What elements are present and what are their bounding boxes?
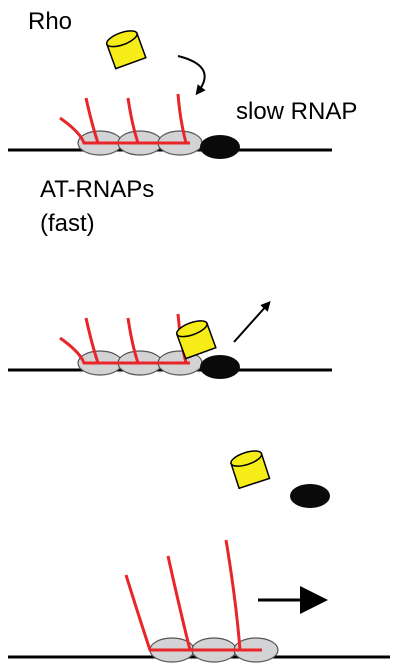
movement-arrow-head: [300, 586, 328, 614]
nascent-rna: [176, 93, 188, 144]
nascent-rna: [166, 555, 192, 651]
nascent-rna: [59, 336, 190, 365]
slow-rnap-label: slow RNAP: [236, 98, 358, 125]
nascent-rna: [59, 116, 190, 145]
rho-label: Rho: [28, 8, 73, 35]
nascent-rna: [126, 317, 140, 364]
at-rnaps-label: AT-RNAPs: [40, 176, 155, 203]
nascent-rna: [124, 574, 262, 652]
nascent-rna: [126, 97, 140, 144]
nascent-rna: [84, 317, 100, 364]
rho-protein: [105, 30, 147, 70]
slow-rnap: [200, 135, 240, 159]
slow-rnap: [200, 355, 240, 379]
nascent-rna: [224, 539, 242, 651]
rho-protein: [230, 450, 271, 490]
rho-protein: [175, 320, 217, 360]
release-arrow: [233, 301, 271, 343]
fast-label: (fast): [40, 210, 95, 237]
panel-1: [8, 30, 332, 159]
nascent-rna: [84, 97, 100, 144]
slow-rnap: [290, 484, 330, 508]
rho-binding-arrow: [177, 55, 206, 96]
panel-2: [8, 301, 332, 379]
panel-3: [8, 450, 390, 663]
